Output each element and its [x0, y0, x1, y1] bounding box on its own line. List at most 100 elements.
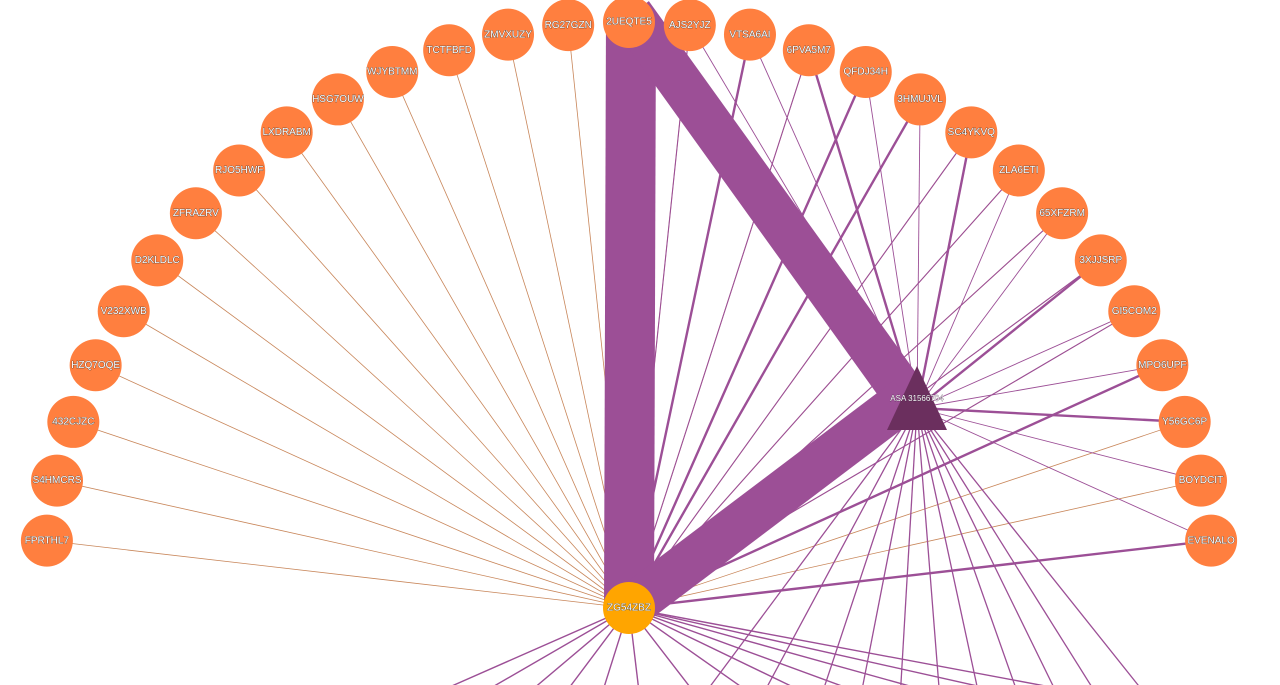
account-node-circle[interactable] [31, 454, 84, 507]
hub-outgoing-link [916, 407, 940, 685]
account-node-label: 3HMUJVL [897, 94, 943, 105]
account-node-label: S4HMCRS [33, 475, 82, 486]
account-node[interactable]: 3HMUJVL [894, 73, 947, 126]
account-node-circle[interactable] [945, 106, 998, 159]
account-node-circle[interactable] [782, 24, 835, 77]
hub-link [916, 99, 921, 409]
center-node-label: ZG54ZBZ [607, 603, 651, 614]
account-node[interactable]: RG27GZN [542, 0, 595, 52]
account-node[interactable]: 432CJZC [47, 395, 100, 448]
account-node[interactable]: 6PVA5M7 [782, 24, 835, 77]
account-node-circle[interactable] [20, 514, 73, 567]
account-node-circle[interactable] [839, 45, 892, 98]
account-node-label: AJS2YJZ [669, 20, 711, 31]
account-node-label: GI5COM2 [1112, 306, 1157, 317]
account-node[interactable]: QFDJ34H [839, 45, 892, 98]
hub-link [916, 407, 1202, 482]
hub-triangle-icon[interactable] [887, 366, 947, 430]
major-link [628, 539, 1212, 610]
account-node-label: ZLA6ETI [999, 165, 1038, 176]
account-node-circle[interactable] [603, 0, 655, 48]
account-node-label: RJO5HWF [215, 165, 263, 176]
account-node-circle[interactable] [542, 0, 595, 52]
account-node-circle[interactable] [311, 73, 364, 126]
account-node-label: HSG7OUW [312, 94, 364, 105]
hub-label: ASA 31566704 [890, 394, 944, 403]
account-node-circle[interactable] [1036, 187, 1089, 240]
account-node[interactable]: D2KLDLC [131, 234, 184, 287]
account-node-circle[interactable] [1108, 285, 1161, 338]
account-node-circle[interactable] [423, 24, 476, 77]
account-node[interactable]: ZFRAZRV [169, 187, 222, 240]
account-node-circle[interactable] [1174, 454, 1227, 507]
account-node[interactable]: ZLA6ETI [992, 144, 1045, 197]
account-node[interactable]: RJO5HWF [213, 144, 266, 197]
account-node[interactable]: ZMVXUZY [482, 8, 535, 61]
account-node-circle[interactable] [366, 45, 419, 98]
account-link [157, 260, 630, 609]
outgoing-link [628, 607, 842, 685]
account-node-circle[interactable] [131, 234, 184, 287]
account-node-circle[interactable] [482, 8, 535, 61]
account-link [123, 310, 630, 609]
account-node-circle[interactable] [1185, 514, 1238, 567]
account-node-circle[interactable] [1158, 395, 1211, 448]
account-node-circle[interactable] [260, 106, 313, 159]
account-node[interactable]: 65XFZRM [1036, 187, 1089, 240]
account-node[interactable]: VTSA6AI [723, 8, 776, 61]
account-node-circle[interactable] [97, 285, 150, 338]
outgoing-link [494, 607, 630, 685]
account-node-circle[interactable] [894, 73, 947, 126]
hub-node[interactable]: ASA 31566704 [887, 366, 947, 430]
account-node[interactable]: TCTFBFD [423, 24, 476, 77]
minor-link [628, 50, 810, 609]
hub-link [915, 132, 973, 409]
account-link [337, 99, 630, 609]
center-node[interactable]: ZG54ZBZ [603, 582, 655, 634]
hub-outgoing-link [900, 407, 918, 685]
account-link [46, 540, 630, 609]
account-node-label: ZFRAZRV [173, 208, 219, 219]
outgoing-link [452, 607, 630, 685]
outgoing-link [628, 607, 791, 685]
account-node-circle[interactable] [69, 339, 122, 392]
account-node-label: EVENALO [1187, 535, 1234, 546]
account-node-circle[interactable] [47, 395, 100, 448]
account-node[interactable]: 2UEQTE5 [603, 0, 655, 48]
account-node[interactable]: FPRTHL7 [20, 514, 73, 567]
account-node[interactable]: WJYBTMM [366, 45, 419, 98]
account-node[interactable]: HZQ7OQE [69, 339, 122, 392]
account-node[interactable]: Y56GC6P [1158, 395, 1211, 448]
account-node[interactable]: EVENALO [1185, 514, 1238, 567]
account-node[interactable]: MPO6UPF [1136, 339, 1189, 392]
account-node-circle[interactable] [169, 187, 222, 240]
hub-link [807, 49, 919, 409]
hub-outgoing-link [862, 407, 918, 685]
account-node[interactable]: SC4YKVQ [945, 106, 998, 159]
account-node-circle[interactable] [1074, 234, 1127, 287]
account-node-circle[interactable] [213, 144, 266, 197]
account-node[interactable]: BOYDCIT [1174, 454, 1227, 507]
account-node-circle[interactable] [992, 144, 1045, 197]
account-node[interactable]: HSG7OUW [311, 73, 365, 126]
account-node[interactable]: AJS2YJZ [663, 0, 716, 52]
hub-outgoing-link [710, 407, 918, 685]
hub-link [916, 364, 1163, 409]
account-node[interactable]: LXDRABM [260, 106, 313, 159]
account-node[interactable]: 3XJJSRP [1074, 234, 1127, 287]
account-node-label: 65XFZRM [1039, 208, 1085, 219]
account-node-label: V232XWB [101, 306, 147, 317]
account-node[interactable]: GI5COM2 [1108, 285, 1161, 338]
account-link [628, 480, 1202, 609]
account-node-label: 2UEQTE5 [606, 17, 652, 28]
hub-outgoing-link [916, 407, 1054, 685]
account-node-circle[interactable] [1136, 339, 1189, 392]
minor-link [628, 132, 972, 609]
account-node[interactable]: S4HMCRS [31, 454, 84, 507]
account-node-circle[interactable] [663, 0, 716, 52]
major-link [627, 98, 922, 609]
account-node[interactable]: V232XWB [97, 285, 150, 338]
account-node-circle[interactable] [723, 8, 776, 61]
center-node-circle[interactable] [603, 582, 655, 634]
